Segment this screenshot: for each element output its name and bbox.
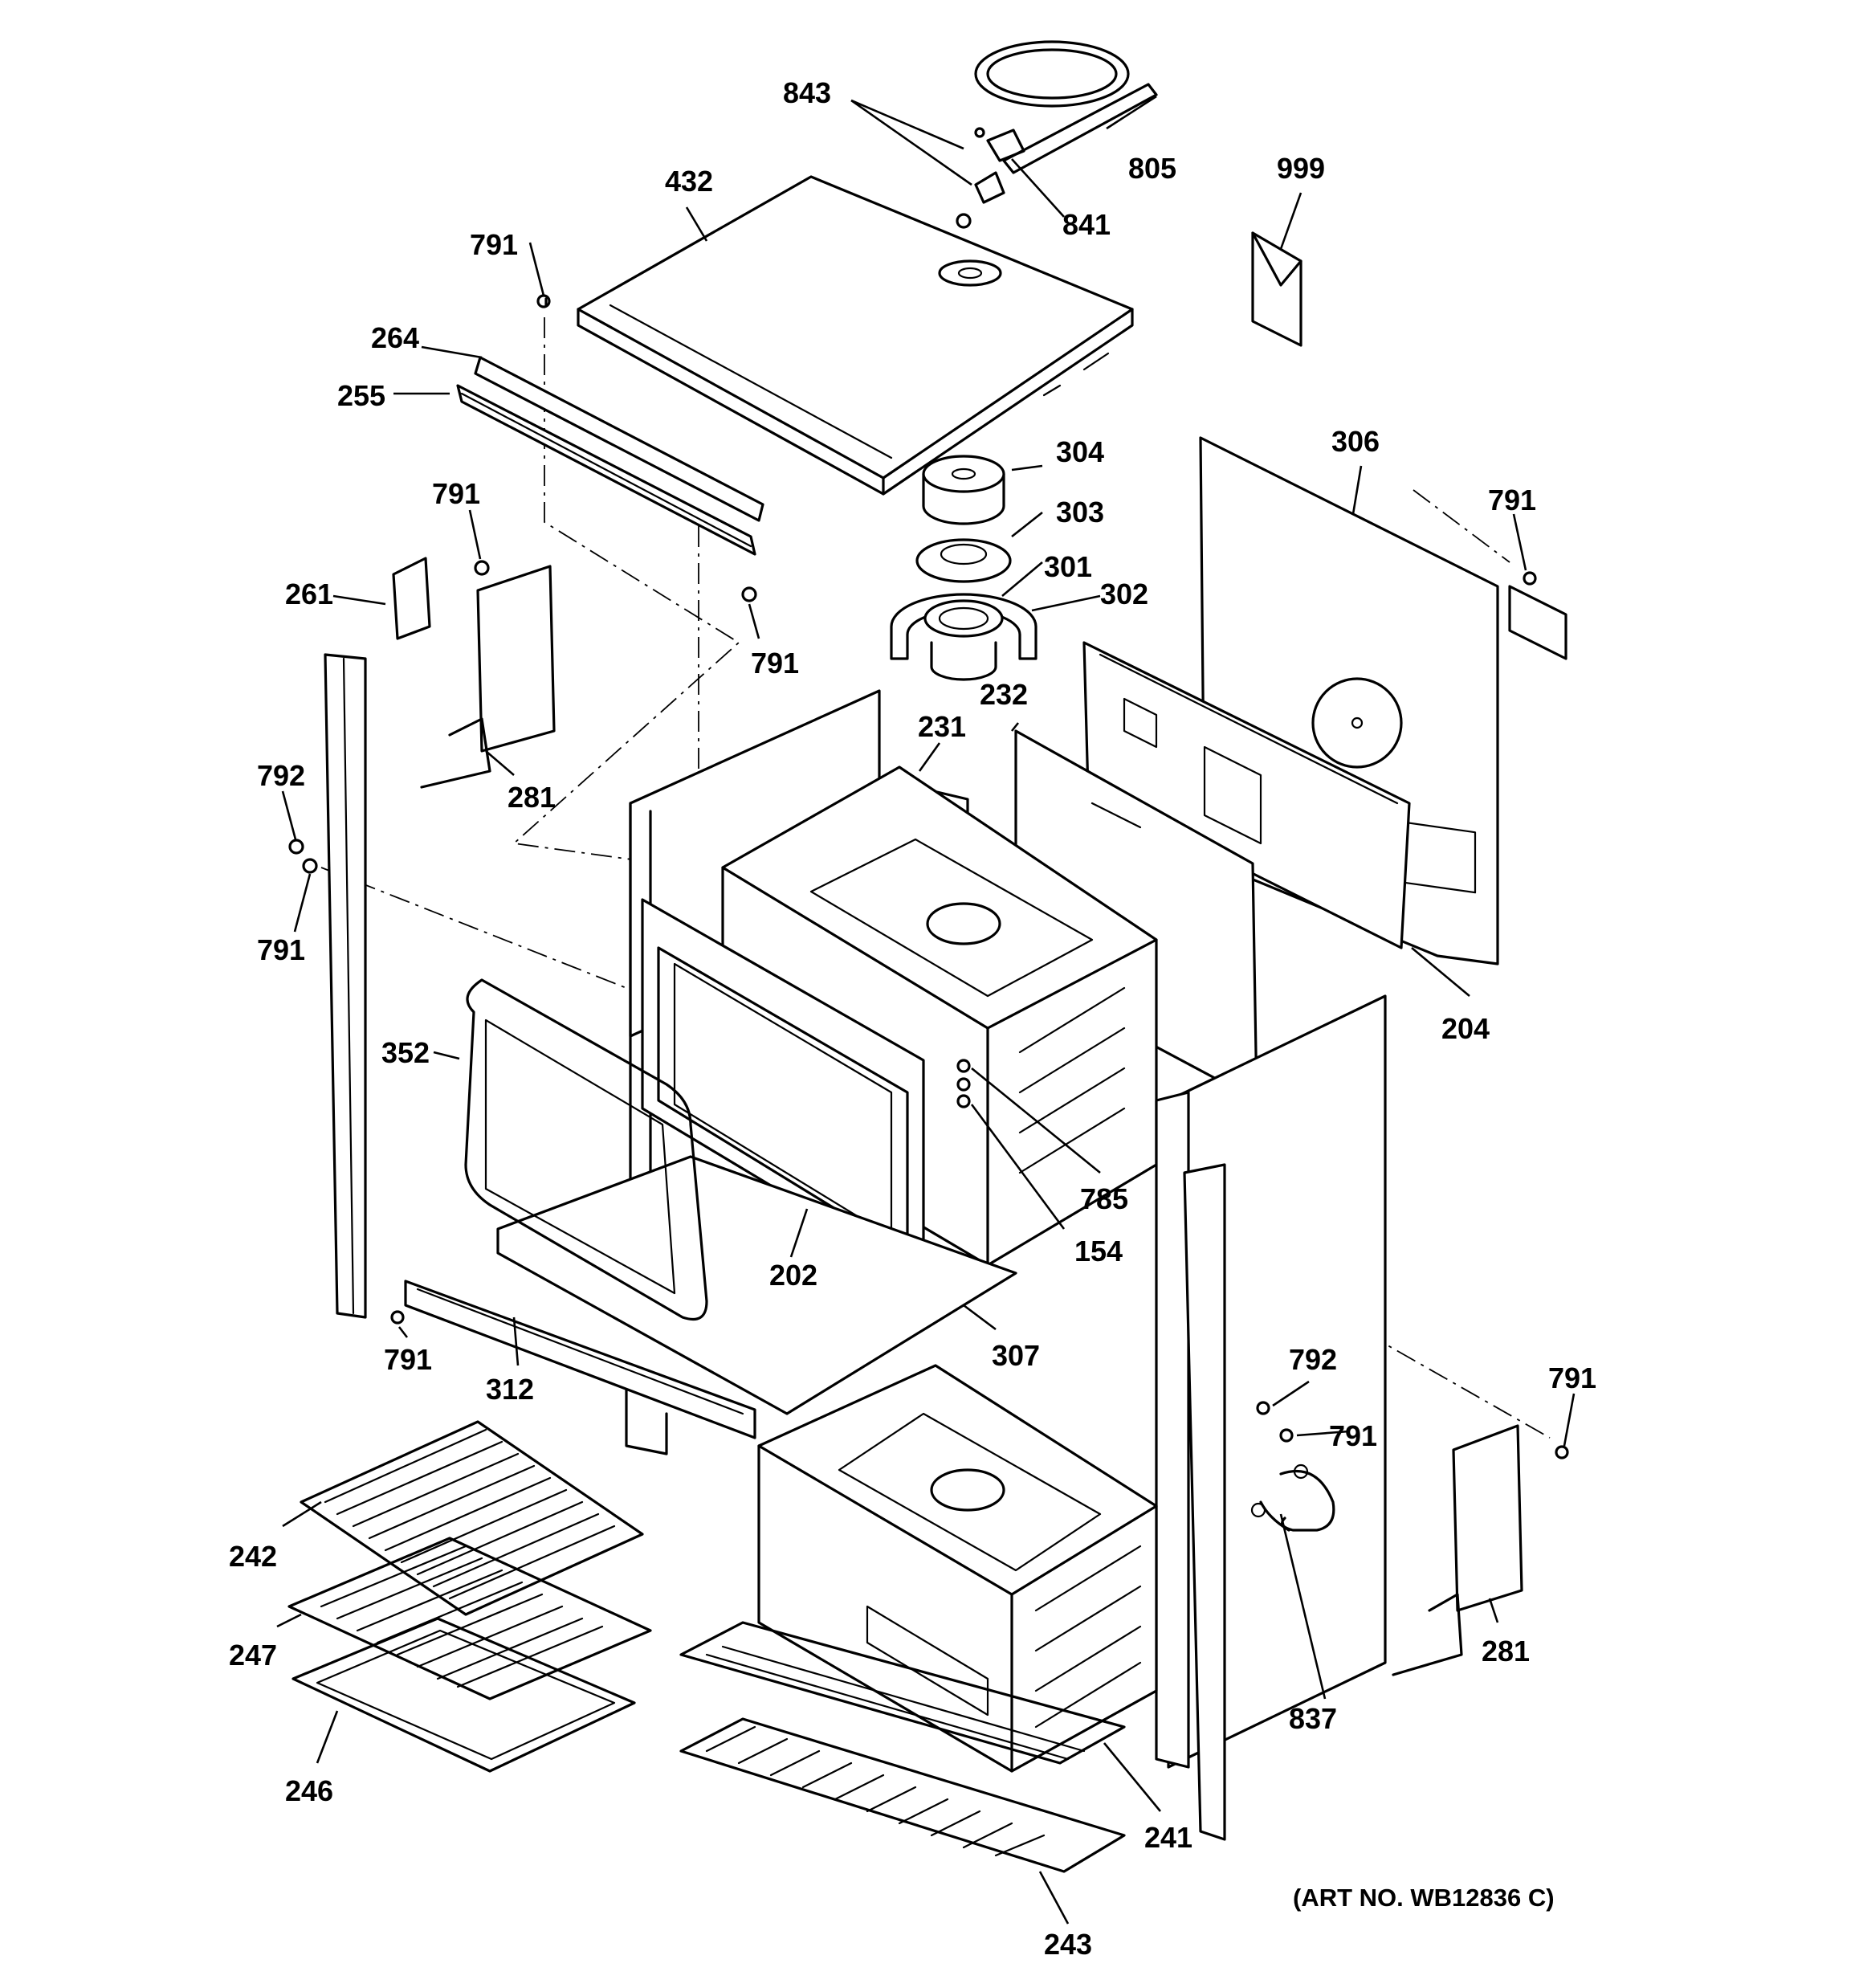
oven-rack-243	[679, 1717, 1126, 1873]
broil-pan-grid-247	[287, 1537, 652, 1700]
callout-154: 154	[1074, 1235, 1123, 1268]
callout-302: 302	[1100, 578, 1148, 610]
door-gasket	[464, 978, 708, 1321]
callout-999: 999	[1277, 152, 1325, 185]
oven-rack-242	[300, 1420, 644, 1616]
oven-bottom-panel	[496, 1155, 1017, 1415]
callout-791-bottom-left: 791	[384, 1343, 432, 1376]
callout-791-right-far: 791	[1548, 1361, 1596, 1394]
hinge-right-assembly	[1392, 1424, 1523, 1676]
callout-791-hinge-top: 791	[432, 477, 480, 510]
callout-255: 255	[337, 379, 385, 412]
callout-312: 312	[486, 1373, 534, 1406]
hinge-left-assembly	[392, 557, 556, 789]
callout-791-right-mid: 791	[1329, 1419, 1377, 1452]
callout-791-left: 791	[257, 933, 305, 966]
left-side-rail	[324, 653, 367, 1319]
callout-307: 307	[992, 1339, 1040, 1372]
callout-261: 261	[285, 578, 333, 610]
gas-supply-line	[956, 40, 1158, 229]
callout-791-top: 791	[470, 228, 518, 261]
callout-785: 785	[1080, 1182, 1128, 1215]
callout-432: 432	[665, 165, 713, 198]
callout-281-left: 281	[508, 781, 556, 814]
callout-243: 243	[1044, 1928, 1092, 1961]
callout-264: 264	[371, 321, 419, 354]
fasteners	[288, 560, 1569, 1459]
callout-791-hinge-bottom: 791	[751, 647, 799, 680]
art-number-caption: (ART NO. WB12836 C)	[1293, 1884, 1555, 1912]
callout-792-left: 792	[257, 759, 305, 792]
callout-352: 352	[381, 1036, 430, 1069]
callout-204: 204	[1441, 1012, 1490, 1045]
bottom-trim	[404, 1280, 756, 1455]
callout-791-right-top: 791	[1488, 484, 1536, 516]
callout-837: 837	[1289, 1702, 1337, 1735]
callout-241: 241	[1144, 1821, 1192, 1854]
callout-805: 805	[1128, 152, 1176, 185]
callout-306: 306	[1331, 425, 1380, 458]
top-panel	[577, 175, 1134, 496]
burner-assembly	[890, 455, 1037, 681]
right-side-panel	[1155, 994, 1387, 1841]
broil-pan-246	[291, 1617, 636, 1773]
callout-242: 242	[229, 1540, 277, 1573]
callout-281-right: 281	[1482, 1635, 1530, 1668]
callout-247: 247	[229, 1639, 277, 1672]
lower-oven-cavity	[757, 1364, 1158, 1773]
callout-labels: 843 805 841 999 432 791 264 255 304 303 …	[229, 76, 1596, 1961]
callout-841: 841	[1062, 208, 1111, 241]
callout-792-right: 792	[1289, 1343, 1337, 1376]
callout-843: 843	[783, 76, 831, 109]
callout-303: 303	[1056, 496, 1104, 529]
callout-301: 301	[1044, 550, 1092, 583]
heat-shield-panel	[1082, 641, 1411, 949]
callout-202: 202	[769, 1259, 817, 1292]
literature-envelope	[1251, 231, 1302, 347]
callout-304: 304	[1056, 435, 1104, 468]
callout-246: 246	[285, 1774, 333, 1807]
leader-lines	[276, 95, 1576, 1925]
top-brackets	[456, 294, 764, 602]
oven-rack-241	[679, 1621, 1126, 1765]
callout-232: 232	[980, 678, 1028, 711]
callout-231: 231	[918, 710, 966, 743]
